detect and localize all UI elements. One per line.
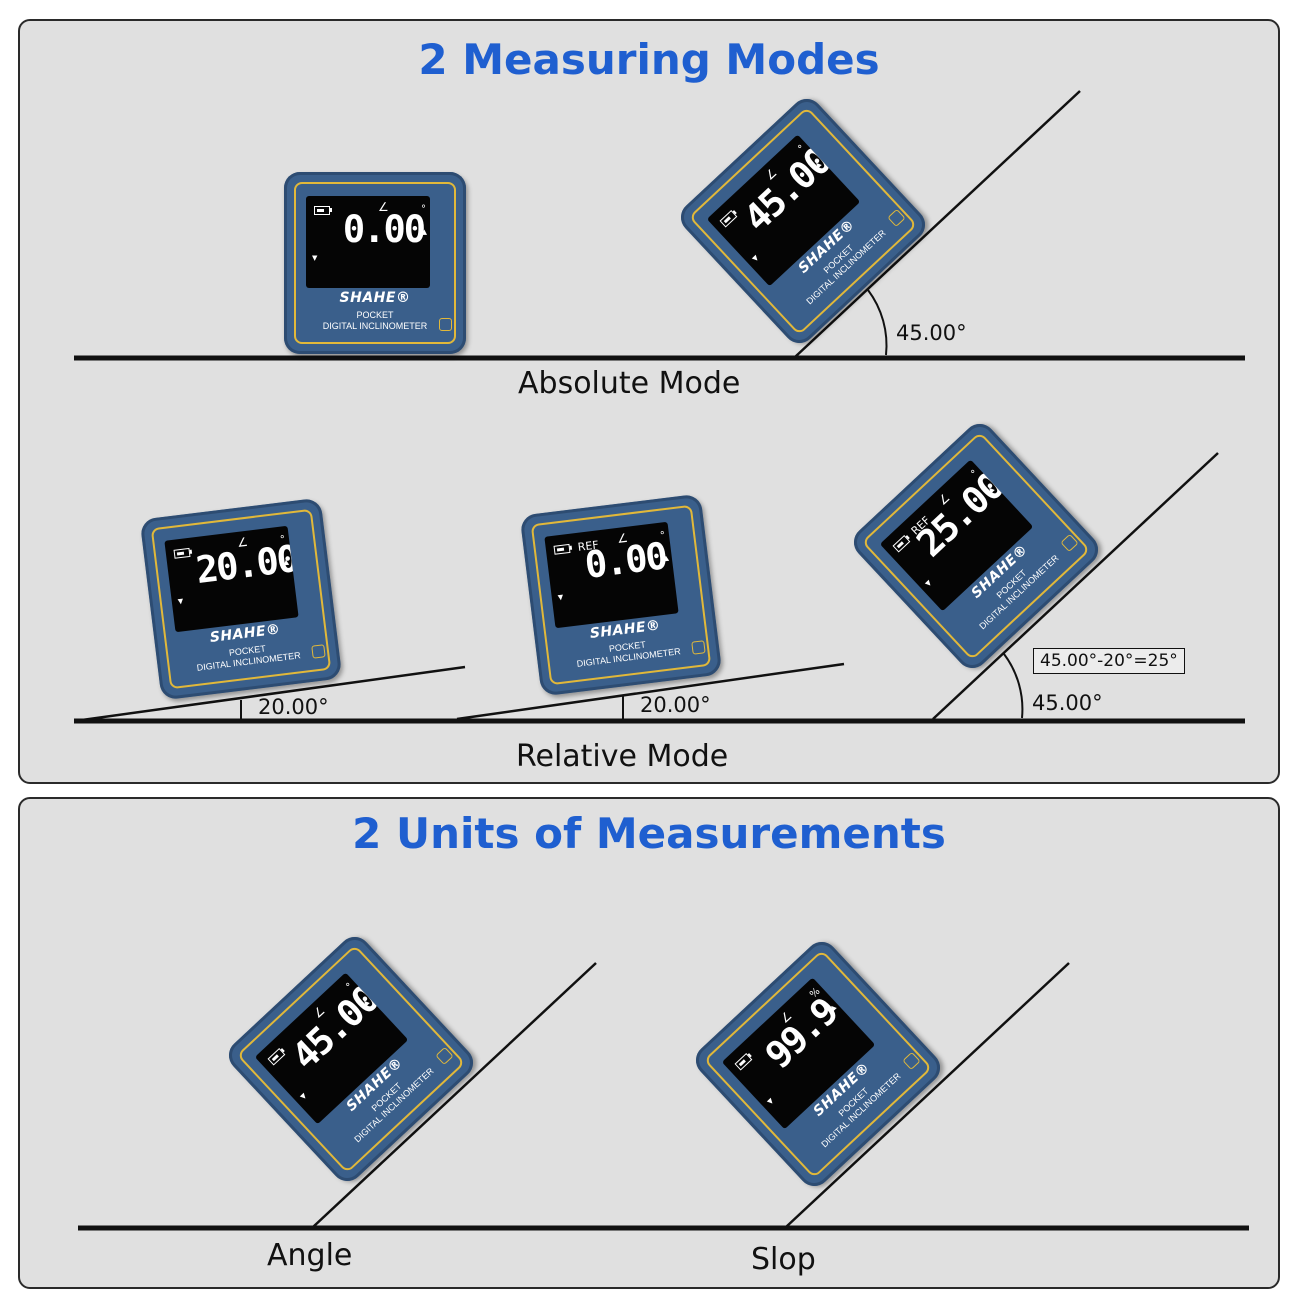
formula-box: 45.00°-20°=25° [1033, 648, 1185, 674]
arrow-down-icon: ▼ [298, 1091, 309, 1102]
incline-line-relative-1 [81, 665, 466, 722]
device-screen: REF∠°▲▼0.00 [544, 521, 679, 629]
arrow-down-icon: ▼ [750, 253, 761, 264]
angle-value-relative-2: 20.00° [640, 693, 711, 717]
arrow-down-icon: ▼ [923, 578, 934, 589]
device-reading: 0.00 [582, 534, 669, 588]
incline-line-absolute [794, 90, 1081, 358]
angle-value-relative-3: 45.00° [1032, 691, 1103, 715]
device-screen: ∠°▲▼20.00 [164, 525, 299, 633]
incline-line-relative-2 [456, 662, 845, 721]
device-reading: 20.00 [193, 537, 299, 593]
angle-icon: ∠ [378, 200, 389, 214]
angle-arc-absolute [867, 289, 888, 356]
units-panel: 2 Units of Measurements [18, 797, 1280, 1289]
magnet-icon [691, 640, 706, 655]
angle-arc-relative-3 [1003, 653, 1024, 719]
angle-value-relative-1: 20.00° [258, 695, 329, 719]
slop-label: Slop [751, 1242, 816, 1277]
angle-value-absolute: 45.00° [896, 321, 967, 345]
arrow-down-icon: ▼ [312, 254, 318, 262]
device-caption-line2: DIGITAL INCLINOMETER [322, 321, 428, 331]
magnet-icon [439, 318, 452, 331]
measuring-modes-title: 2 Measuring Modes [418, 35, 880, 84]
arrow-down-icon: ▼ [177, 597, 184, 606]
relative-mode-label: Relative Mode [516, 739, 729, 774]
battery-icon [553, 543, 571, 555]
arrow-down-icon: ▼ [557, 593, 564, 602]
arrow-down-icon: ▼ [765, 1096, 776, 1107]
unit-indicator: ° [421, 204, 426, 215]
battery-icon [314, 206, 330, 215]
incline-line-relative-3 [932, 452, 1219, 720]
magnet-icon [311, 644, 326, 659]
arrow-up-icon: ▲ [421, 228, 427, 236]
units-title: 2 Units of Measurements [352, 809, 946, 858]
incline-line-angle [312, 962, 597, 1228]
device-caption-line1: POCKET [356, 310, 394, 320]
device-reading: 0.00 [342, 208, 426, 251]
brand-logo: SHAHE® [339, 290, 411, 306]
device-frame [294, 182, 456, 344]
angle-label: Angle [267, 1238, 353, 1273]
incline-line-slop [785, 962, 1070, 1228]
device-screen: ∠ ° ▲ ▼ 0.00 [306, 196, 430, 288]
absolute-mode-label: Absolute Mode [518, 366, 741, 401]
battery-icon [173, 547, 191, 559]
